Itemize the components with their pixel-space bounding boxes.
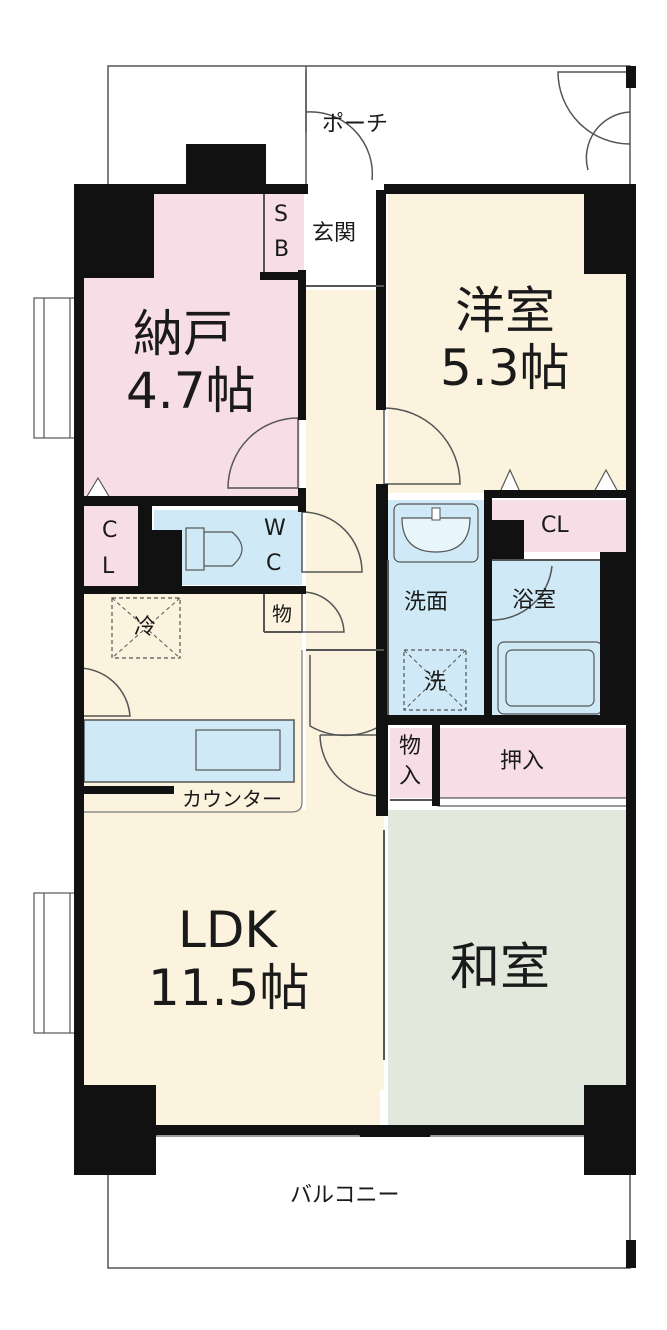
japanese-room-name: 和室 bbox=[450, 938, 550, 996]
washer-label: 洗 bbox=[424, 670, 447, 695]
washer-box bbox=[403, 649, 467, 711]
toilet-w: W bbox=[264, 516, 286, 541]
fridge-label: 冷 bbox=[134, 615, 157, 640]
shoe-box-s: S bbox=[274, 202, 288, 227]
storage-closet-c: C bbox=[102, 518, 118, 543]
hall-closet-fill bbox=[390, 728, 432, 798]
ldk-size: 11.5帖 bbox=[148, 959, 310, 1017]
storage-closet-fill bbox=[80, 505, 138, 587]
ldk-lower-fill bbox=[80, 810, 380, 1128]
utility-closet-label: 物 bbox=[272, 602, 292, 626]
western-closet-label: CL bbox=[541, 513, 569, 538]
hall-closet-top: 物 bbox=[399, 734, 422, 759]
western-room-name: 洋室 bbox=[455, 282, 555, 340]
shoe-box-b: B bbox=[274, 237, 290, 262]
walls bbox=[74, 66, 636, 1268]
storage-closet-l: L bbox=[102, 554, 115, 579]
oshiire-fill bbox=[438, 728, 628, 798]
kitchen-sink bbox=[195, 729, 281, 771]
entrance-floor bbox=[306, 190, 386, 286]
ldk-name: LDK bbox=[178, 901, 278, 959]
toilet-c: C bbox=[266, 551, 282, 576]
entrance-label: 玄関 bbox=[312, 221, 357, 246]
storage-room-name: 納戸 bbox=[133, 305, 233, 363]
japanese-room-fill bbox=[388, 810, 628, 1128]
washroom-label: 洗面 bbox=[404, 590, 449, 615]
porch-label: ポーチ bbox=[322, 112, 389, 137]
bathroom-label: 浴室 bbox=[512, 588, 557, 613]
balcony-outline bbox=[107, 1175, 631, 1269]
balcony-label: バルコニー bbox=[290, 1183, 400, 1208]
fridge-box bbox=[111, 597, 181, 659]
partitions bbox=[263, 194, 600, 1060]
western-room-size: 5.3帖 bbox=[440, 339, 570, 397]
oshiire-label: 押入 bbox=[500, 749, 545, 774]
toilet-fixture bbox=[185, 527, 205, 571]
counter-label: カウンター bbox=[182, 787, 282, 811]
storage-room-size: 4.7帖 bbox=[126, 362, 256, 420]
hall-closet-bottom: 入 bbox=[399, 764, 422, 789]
counter-bar-outline bbox=[80, 650, 303, 813]
